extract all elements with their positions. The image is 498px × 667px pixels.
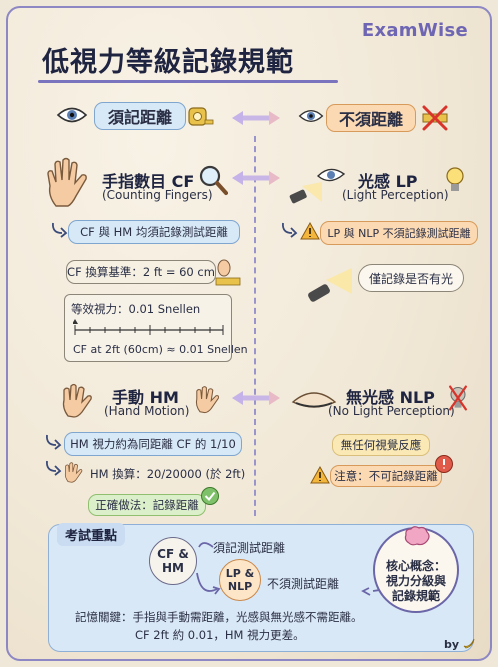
eye-icon <box>298 110 324 122</box>
cf-distance-note: CF 與 HM 均須記錄測試距離 <box>68 220 240 244</box>
check-icon <box>201 487 219 505</box>
warning-icon <box>300 222 320 240</box>
double-arrow-icon <box>232 111 280 125</box>
brain-icon <box>404 526 430 546</box>
cf-heading: 手指數目 CF <box>102 172 195 191</box>
banana-icon <box>463 638 475 649</box>
lp-subheading: (Light Perception) <box>342 188 449 202</box>
equivalent-acuity-title: 等效視力：0.01 Snellen <box>71 302 201 316</box>
lp-distance-warning: LP 與 NLP 不須記錄測試距離 <box>320 221 478 245</box>
hm-subheading: (Hand Motion) <box>104 404 190 418</box>
no-distance-header: 不須距離 <box>326 104 416 132</box>
closed-eye-icon <box>291 392 337 408</box>
lp-heading: 光感 LP <box>358 172 418 191</box>
no-record-distance-label: 不須測試距離 <box>267 577 340 591</box>
light-only-bubble: 僅記錄是否有光 <box>358 264 464 292</box>
distance-scale <box>73 319 224 335</box>
warning-icon <box>310 466 330 484</box>
tape-measure-icon <box>188 107 214 126</box>
infographic-page: ExamWise 低視力等級記錄規範 須記距離 不須距離 手指數目 CF (Co… <box>6 6 492 661</box>
nlp-distance-warning: 注意：不可記錄距離 <box>330 465 442 487</box>
hm-conversion: HM 換算：20/20000 (於 2ft) <box>90 467 246 481</box>
hm-correct-practice: 正確做法：記錄距離 <box>88 494 206 516</box>
cf-conversion-note: CF 換算基準：2 ft = 60 cm <box>66 260 216 284</box>
flashlight-eye-icon <box>289 168 346 204</box>
curved-arrow-icon <box>52 222 68 238</box>
double-arrow-icon <box>232 171 280 185</box>
flashlight-icon <box>308 268 352 302</box>
hm-heading: 手動 HM <box>112 388 179 407</box>
brand-logo: ExamWise <box>361 20 468 41</box>
title-underline <box>38 80 338 83</box>
light-bulb-icon <box>446 167 464 191</box>
curved-arrow-icon <box>282 222 298 238</box>
exam-keypoints-box: 考試重點 CF & HM LP & NLP 須記測試距離 不須測試距離 核心概念… <box>48 523 474 652</box>
exam-keypoints-label: 考試重點 <box>57 523 126 546</box>
curved-arrow-icon <box>46 434 62 450</box>
memory-key-line2: CF 2ft 約 0.01，HM 視力更差。 <box>135 628 305 642</box>
cf-hm-circle: CF & HM <box>149 537 197 585</box>
record-distance-label: 須記測試距離 <box>213 541 286 555</box>
core-concept-text: 核心概念： 視力分級與 記錄規範 <box>385 558 446 603</box>
nlp-no-response: 無任何視覺反應 <box>332 434 430 456</box>
exclamation-icon <box>435 455 453 473</box>
footprint-ruler-icon <box>215 259 241 286</box>
magnifier-icon <box>199 165 228 195</box>
nlp-heading: 無光感 NLP <box>346 388 435 407</box>
crossed-bulb-icon <box>448 385 468 411</box>
eye-icon <box>56 107 88 123</box>
signature: by <box>444 638 460 651</box>
lp-nlp-circle: LP & NLP <box>219 559 261 601</box>
page-title: 低視力等級記錄規範 <box>42 47 294 78</box>
equivalent-acuity-card: 等效視力：0.01 Snellen CF at 2ft (60cm) ≈ 0.0… <box>64 294 248 362</box>
waving-hand-icon <box>195 386 220 414</box>
open-hand-icon <box>47 157 87 207</box>
nlp-subheading: (No Light Perception) <box>328 404 455 418</box>
requires-distance-header: 須記距離 <box>94 102 186 130</box>
waving-hand-icon <box>62 383 92 418</box>
cf-subheading: (Counting Fingers) <box>102 188 213 202</box>
memory-key-line1: 記憶關鍵：手指與手動需距離，光感與無光感不需距離。 <box>75 610 363 624</box>
hm-ratio-note: HM 視力約為同距離 CF 的 1/10 <box>64 432 242 456</box>
double-arrow-icon <box>232 391 280 405</box>
curved-arrow-icon <box>46 460 62 476</box>
crossed-ruler-icon <box>422 105 448 131</box>
waving-hand-icon <box>64 462 83 483</box>
center-divider <box>254 136 256 516</box>
scale-caption: CF at 2ft (60cm) ≈ 0.01 Snellen <box>73 343 248 356</box>
